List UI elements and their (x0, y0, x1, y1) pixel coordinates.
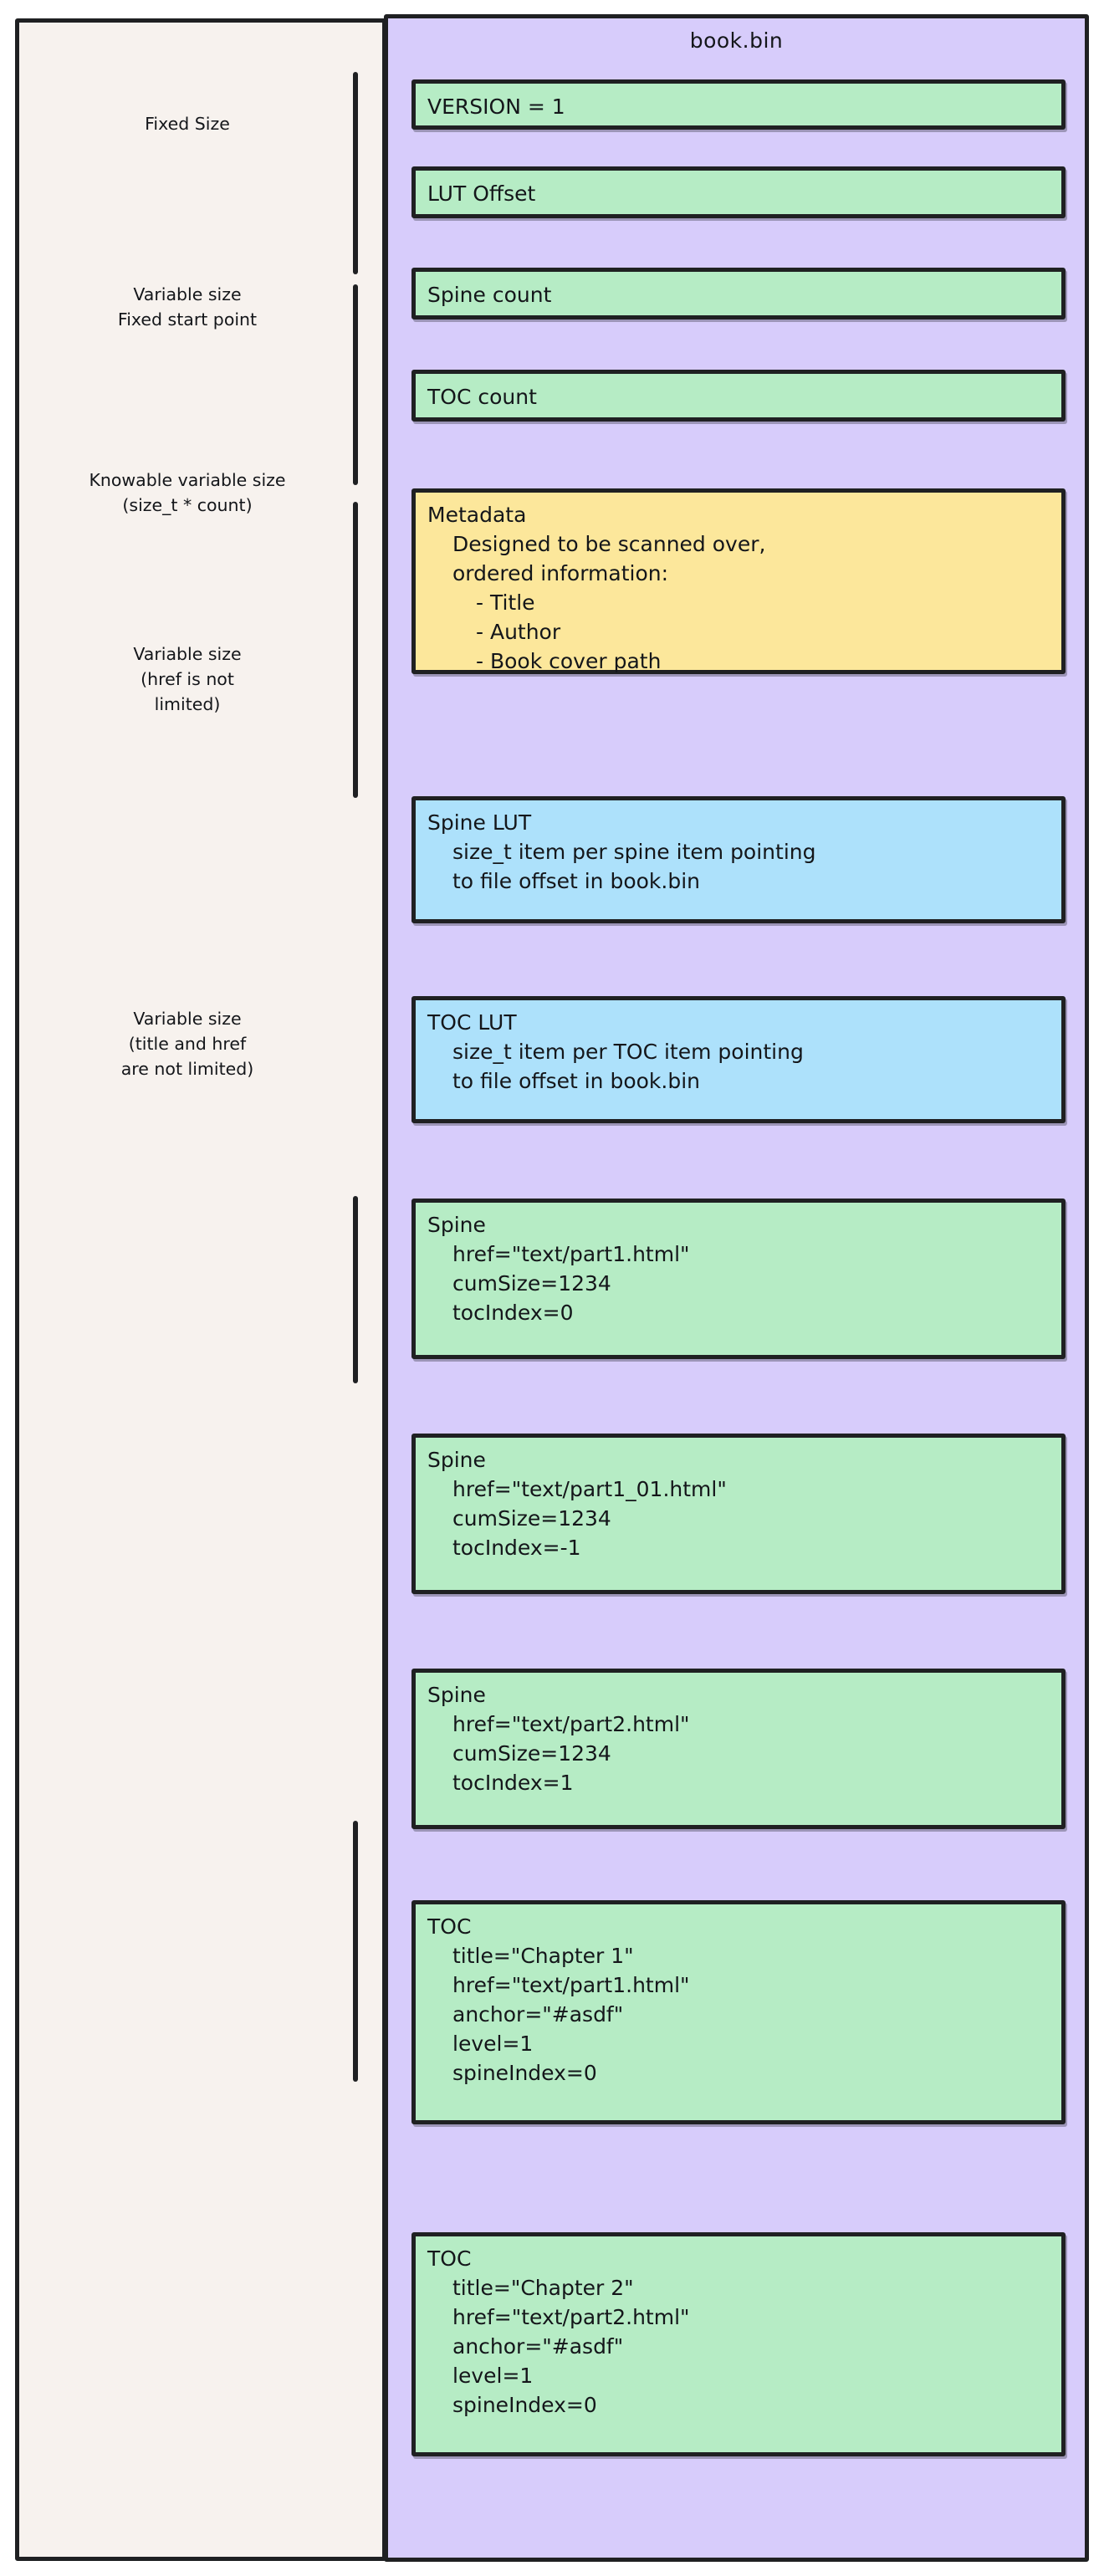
block-line: to file offset in book.bin (452, 1069, 701, 1093)
bracket-variable-fixed-start (353, 284, 358, 485)
block-line: Spine (427, 1448, 486, 1472)
block-line: size_t item per spine item pointing (452, 840, 816, 864)
section-label-line: Knowable variable size (89, 470, 286, 490)
block-line: - Book cover path (476, 649, 662, 673)
block-line: Designed to be scanned over, (452, 532, 766, 556)
block-line: href="text/part2.html" (452, 1712, 690, 1736)
section-label-fixed-size: Fixed Size (49, 111, 325, 136)
block-line: cumSize=1234 (452, 1271, 611, 1296)
block-line: href="text/part1.html" (452, 1973, 690, 1997)
book-bin-panel: book.bin VERSION = 1 LUT Offset Spine co… (384, 14, 1089, 2562)
block-line: LUT Offset (427, 181, 536, 206)
block-line: TOC count (427, 385, 537, 409)
block-toc-lut: TOC LUT size_t item per TOC item pointing… (411, 996, 1066, 1123)
bracket-fixed-size (353, 72, 358, 274)
block-line: TOC LUT (427, 1010, 517, 1035)
block-line: Spine (427, 1683, 486, 1707)
block-spine-lut: Spine LUT size_t item per spine item poin… (411, 796, 1066, 923)
block-line: Spine (427, 1213, 486, 1237)
block-toc-count: TOC count (411, 370, 1066, 422)
block-line: - Title (476, 590, 535, 615)
block-line: TOC (427, 2246, 472, 2271)
block-line: href="text/part1_01.html" (452, 1477, 727, 1501)
block-line: level=1 (452, 2364, 534, 2388)
bracket-knowable-variable (353, 502, 358, 798)
block-line: tocIndex=1 (452, 1771, 574, 1795)
block-line: title="Chapter 2" (452, 2276, 634, 2300)
section-label-line: (title and href (128, 1034, 247, 1054)
block-line: anchor="#asdf" (452, 2002, 624, 2027)
bracket-variable-title-href (353, 1821, 358, 2082)
block-line: size_t item per TOC item pointing (452, 1040, 804, 1064)
block-line: level=1 (452, 2032, 534, 2056)
page-title: book.bin (689, 28, 784, 53)
section-label-line: (size_t * count) (122, 495, 253, 515)
block-line: spineIndex=0 (452, 2061, 597, 2085)
section-label-line: Fixed Size (145, 114, 230, 134)
section-label-line: limited) (154, 694, 221, 714)
block-spine-1: Spine href="text/part1.html" cumSize=1234 t… (411, 1199, 1066, 1359)
bracket-variable-href (353, 1196, 358, 1383)
block-line: - Author (476, 620, 561, 644)
section-label-line: Fixed start point (117, 309, 258, 330)
section-label-line: (href is not (141, 669, 234, 689)
block-line: title="Chapter 1" (452, 1944, 634, 1968)
section-label-line: are not limited) (120, 1059, 254, 1079)
block-line: Metadata (427, 503, 527, 527)
section-label-line: Variable size (133, 1009, 242, 1029)
block-line: Spine count (427, 283, 552, 307)
block-version: VERSION = 1 (411, 79, 1066, 130)
block-line: to file offset in book.bin (452, 869, 701, 893)
section-label-variable-title-href: Variable size (title and href are not limi… (49, 1006, 325, 1081)
block-line: href="text/part2.html" (452, 2305, 690, 2329)
block-toc-1: TOC title="Chapter 1" href="text/part1.htm… (411, 1900, 1066, 2124)
block-line: ordered information: (452, 561, 669, 585)
section-label-variable-href: Variable size (href is not limited) (49, 641, 325, 717)
section-label-line: Variable size (133, 284, 242, 304)
block-spine-count: Spine count (411, 268, 1066, 319)
block-line: href="text/part1.html" (452, 1242, 690, 1266)
block-line: TOC (427, 1914, 472, 1939)
block-spine-3: Spine href="text/part2.html" cumSize=1234 t… (411, 1669, 1066, 1829)
block-lut-offset: LUT Offset (411, 166, 1066, 218)
block-line: anchor="#asdf" (452, 2334, 624, 2359)
block-line: cumSize=1234 (452, 1506, 611, 1531)
block-line: VERSION = 1 (427, 95, 565, 119)
section-label-knowable-variable: Knowable variable size (size_t * count) (49, 468, 325, 518)
block-spine-2: Spine href="text/part1_01.html" cumSize=12… (411, 1434, 1066, 1594)
block-line: spineIndex=0 (452, 2393, 597, 2417)
section-label-line: Variable size (133, 644, 242, 664)
block-line: tocIndex=0 (452, 1301, 574, 1325)
block-line: cumSize=1234 (452, 1741, 611, 1766)
block-toc-2: TOC title="Chapter 2" href="text/part2.htm… (411, 2232, 1066, 2456)
block-line: tocIndex=-1 (452, 1536, 581, 1560)
block-line: Spine LUT (427, 810, 532, 835)
